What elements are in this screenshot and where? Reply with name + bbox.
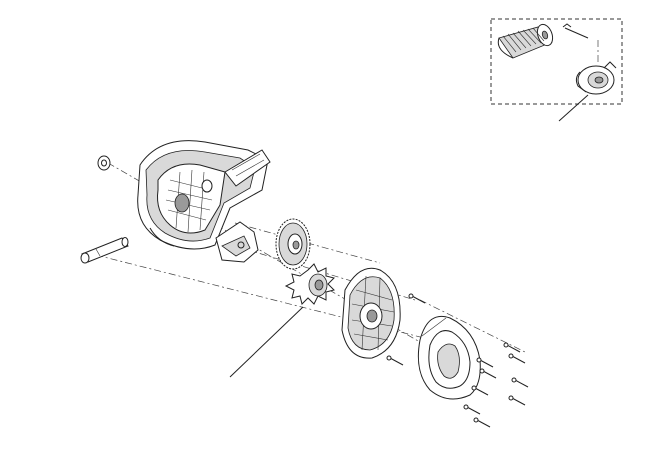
inset-shaft — [562, 23, 589, 39]
screws — [386, 293, 529, 428]
screw — [473, 417, 491, 428]
inset-border — [490, 18, 623, 105]
inset-leader-line — [558, 94, 589, 122]
inset-brush-roller — [497, 23, 554, 59]
gear-housing — [137, 140, 271, 250]
washer — [97, 155, 111, 171]
screw — [471, 385, 489, 396]
screw — [511, 377, 529, 388]
bracket — [215, 221, 259, 263]
screw — [479, 368, 497, 379]
end-cover — [417, 315, 481, 400]
screw — [386, 355, 404, 366]
axle-pin — [80, 237, 129, 264]
screw — [503, 342, 521, 353]
screw — [408, 293, 426, 304]
detail-inset — [490, 18, 623, 105]
screw — [463, 404, 481, 415]
screw — [508, 353, 526, 364]
sprocket — [284, 263, 335, 305]
spur-gear — [275, 218, 311, 270]
sprocket-leader-line — [229, 306, 304, 378]
screw — [508, 395, 526, 406]
bearing-plate — [341, 267, 401, 359]
inset-housing — [575, 61, 617, 95]
screw — [476, 357, 494, 368]
